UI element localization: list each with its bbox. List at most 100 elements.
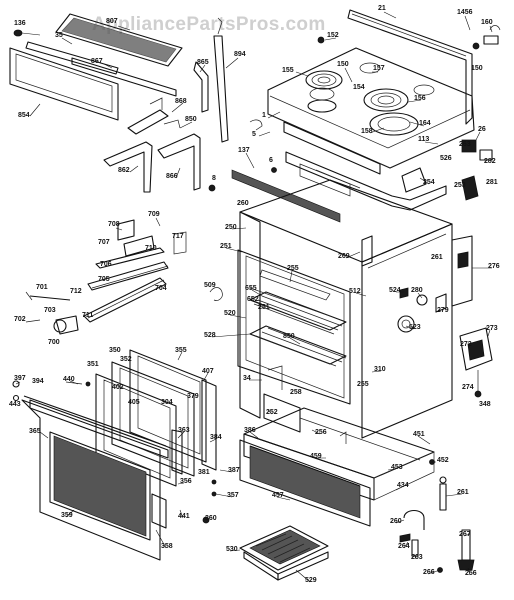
part-callout-264: 264	[398, 543, 410, 550]
part-callout-530: 530	[226, 546, 238, 553]
part-callout-272: 272	[460, 341, 472, 348]
part-callout-255: 255	[287, 265, 299, 272]
part-callout-8: 8	[212, 175, 216, 182]
part-callout-150: 150	[471, 65, 483, 72]
part-callout-866: 866	[166, 173, 178, 180]
part-callout-276: 276	[488, 263, 500, 270]
part-callout-304: 304	[161, 399, 173, 406]
part-callout-365: 365	[29, 428, 41, 435]
part-callout-160: 160	[481, 19, 493, 26]
part-callout-850: 850	[283, 333, 295, 340]
part-callout-273: 273	[486, 325, 498, 332]
part-callout-523: 523	[409, 324, 421, 331]
part-callout-266: 266	[423, 569, 435, 576]
part-callout-709: 709	[148, 211, 160, 218]
part-callout-263: 263	[459, 141, 471, 148]
part-callout-711: 711	[82, 312, 93, 319]
part-callout-267: 267	[459, 531, 471, 538]
part-callout-708: 708	[108, 221, 120, 228]
part-callout-26: 26	[478, 126, 486, 133]
broil-pan-group	[239, 525, 329, 581]
part-callout-157: 157	[373, 65, 385, 72]
part-callout-35: 35	[55, 32, 63, 39]
part-callout-701: 701	[36, 284, 48, 291]
part-callout-381: 381	[198, 469, 210, 476]
part-callout-155: 155	[282, 67, 294, 74]
part-callout-154: 154	[353, 84, 365, 91]
part-callout-865: 865	[197, 59, 209, 66]
part-callout-263: 263	[411, 554, 423, 561]
part-callout-457: 457	[272, 492, 284, 499]
part-callout-862: 862	[118, 167, 130, 174]
part-callout-164: 164	[419, 120, 431, 127]
control-panel-group	[208, 151, 479, 223]
part-callout-255: 255	[357, 381, 369, 388]
part-callout-451: 451	[413, 431, 425, 438]
part-callout-6: 6	[269, 157, 273, 164]
part-callout-254: 254	[423, 179, 435, 186]
part-callout-152: 152	[327, 32, 339, 39]
part-callout-712: 712	[70, 288, 82, 295]
part-callout-356: 356	[180, 478, 192, 485]
part-callout-706: 706	[100, 261, 112, 268]
part-callout-397: 397	[14, 375, 26, 382]
part-callout-452: 452	[437, 457, 449, 464]
vent-trim-group	[9, 13, 229, 193]
part-callout-21: 21	[378, 5, 386, 12]
oven-burner-group	[25, 219, 223, 335]
part-callout-529: 529	[305, 577, 317, 584]
part-callout-250: 250	[225, 224, 237, 231]
part-callout-359: 359	[61, 512, 73, 519]
part-callout-379: 379	[187, 393, 199, 400]
part-callout-528: 528	[204, 332, 216, 339]
part-callout-1456: 1456	[457, 9, 473, 16]
part-callout-258: 258	[290, 389, 302, 396]
part-callout-459: 459	[310, 453, 322, 460]
part-callout-280: 280	[411, 287, 423, 294]
part-callout-351: 351	[87, 361, 99, 368]
watermark: AppliancePartsPros.com	[92, 14, 326, 35]
part-callout-440: 440	[63, 376, 75, 383]
part-callout-520: 520	[224, 310, 236, 317]
part-callout-894: 894	[234, 51, 246, 58]
part-callout-710: 710	[145, 245, 157, 252]
part-callout-363: 363	[178, 427, 190, 434]
part-callout-702: 702	[14, 316, 26, 323]
part-callout-360: 360	[205, 515, 217, 522]
part-callout-158: 158	[361, 128, 373, 135]
part-callout-357: 357	[227, 492, 239, 499]
part-callout-352: 352	[120, 356, 132, 363]
part-callout-652: 652	[247, 296, 259, 303]
part-callout-279: 279	[437, 307, 449, 314]
part-callout-5: 5	[252, 131, 256, 138]
part-callout-868: 868	[175, 98, 187, 105]
part-callout-358: 358	[161, 543, 173, 550]
part-callout-704: 704	[155, 285, 167, 292]
part-callout-707: 707	[98, 239, 110, 246]
part-callout-394: 394	[32, 378, 44, 385]
part-callout-854: 854	[18, 112, 30, 119]
part-callout-509: 509	[204, 282, 216, 289]
part-callout-156: 156	[414, 95, 426, 102]
part-callout-402: 402	[112, 384, 124, 391]
part-callout-310: 310	[374, 366, 386, 373]
part-callout-136: 136	[14, 20, 26, 27]
part-callout-261: 261	[431, 254, 443, 261]
part-callout-387: 387	[228, 467, 240, 474]
part-callout-137: 137	[238, 147, 250, 154]
part-callout-274: 274	[462, 384, 474, 391]
part-callout-256: 256	[465, 570, 477, 577]
part-callout-1: 1	[262, 112, 266, 119]
part-callout-703: 703	[44, 307, 56, 314]
part-callout-252: 252	[266, 409, 278, 416]
leader-lines	[15, 11, 493, 583]
part-callout-260: 260	[237, 200, 249, 207]
part-callout-405: 405	[128, 399, 140, 406]
part-callout-717: 717	[172, 233, 184, 240]
part-callout-253: 253	[454, 182, 466, 189]
part-callout-512: 512	[349, 288, 361, 295]
part-callout-251: 251	[220, 243, 232, 250]
part-callout-150: 150	[337, 61, 349, 68]
